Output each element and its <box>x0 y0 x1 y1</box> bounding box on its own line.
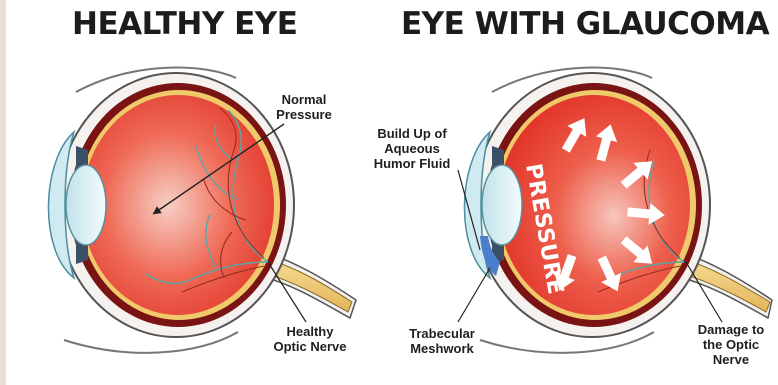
healthy-eye-title: HEALTHY EYE <box>72 6 297 42</box>
glaucoma-lens <box>482 165 522 245</box>
glaucoma-vitreous <box>498 95 690 315</box>
healthy-optic-nerve-label: Healthy Optic Nerve <box>262 324 358 354</box>
eye-illustrations: PRESSURE <box>6 0 778 385</box>
glaucoma-eye: PRESSURE <box>458 68 772 353</box>
damage-optic-nerve-label: Damage to the Optic Nerve <box>688 322 774 367</box>
healthy-lens <box>66 165 106 245</box>
trabecular-leader <box>458 268 490 322</box>
glaucoma-eye-title: EYE WITH GLAUCOMA <box>401 6 769 42</box>
healthy-vitreous <box>82 95 274 315</box>
trabecular-meshwork-label: Trabecular Meshwork <box>400 326 484 356</box>
normal-pressure-label: Normal Pressure <box>264 92 344 122</box>
diagram-panel: PRESSURE HEALTHY EYE EYE WITH GLAUCOMA N… <box>6 0 778 385</box>
build-up-fluid-label: Build Up of Aqueous Humor Fluid <box>362 126 462 171</box>
